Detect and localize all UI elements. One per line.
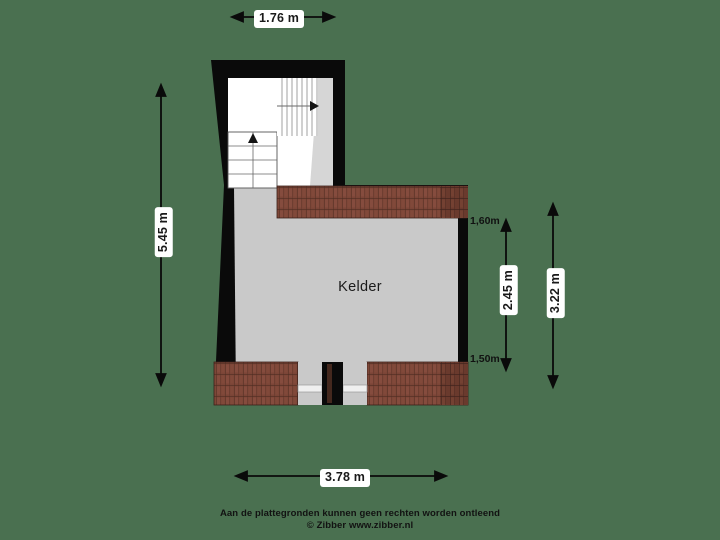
dimension-label-right-inner: 2.45 m <box>500 265 518 316</box>
dimension-label-bottom: 3.78 m <box>320 469 371 487</box>
right-arrow-icon <box>310 101 319 111</box>
footer-line-2: © Zibber www.zibber.nl <box>306 520 414 532</box>
dimension-label-left: 5.45 m <box>155 207 173 258</box>
dimension-label-top: 1.76 m <box>254 10 305 28</box>
dimension-label-right-bottom-small: 1,50m <box>470 353 500 365</box>
brick-right-bottom <box>440 362 468 405</box>
staircase-flight <box>227 131 278 189</box>
staircase-winder <box>277 78 319 136</box>
dimension-label-right-top-small: 1,60m <box>470 215 500 227</box>
dimension-label-right-outer: 3.22 m <box>547 268 565 319</box>
brick-band-bottom-left <box>213 361 299 406</box>
window-right <box>342 362 368 405</box>
room-label-kelder: Kelder <box>338 279 382 295</box>
window-mullion <box>322 362 343 405</box>
brick-band-top <box>276 185 468 219</box>
footer-disclaimer: Aan de plattegronden kunnen geen rechten… <box>0 508 720 532</box>
brick-right-top <box>440 186 468 218</box>
footer-line-1: Aan de plattegronden kunnen geen rechten… <box>219 508 501 520</box>
window-left <box>297 362 323 405</box>
up-arrow-icon <box>248 133 258 143</box>
